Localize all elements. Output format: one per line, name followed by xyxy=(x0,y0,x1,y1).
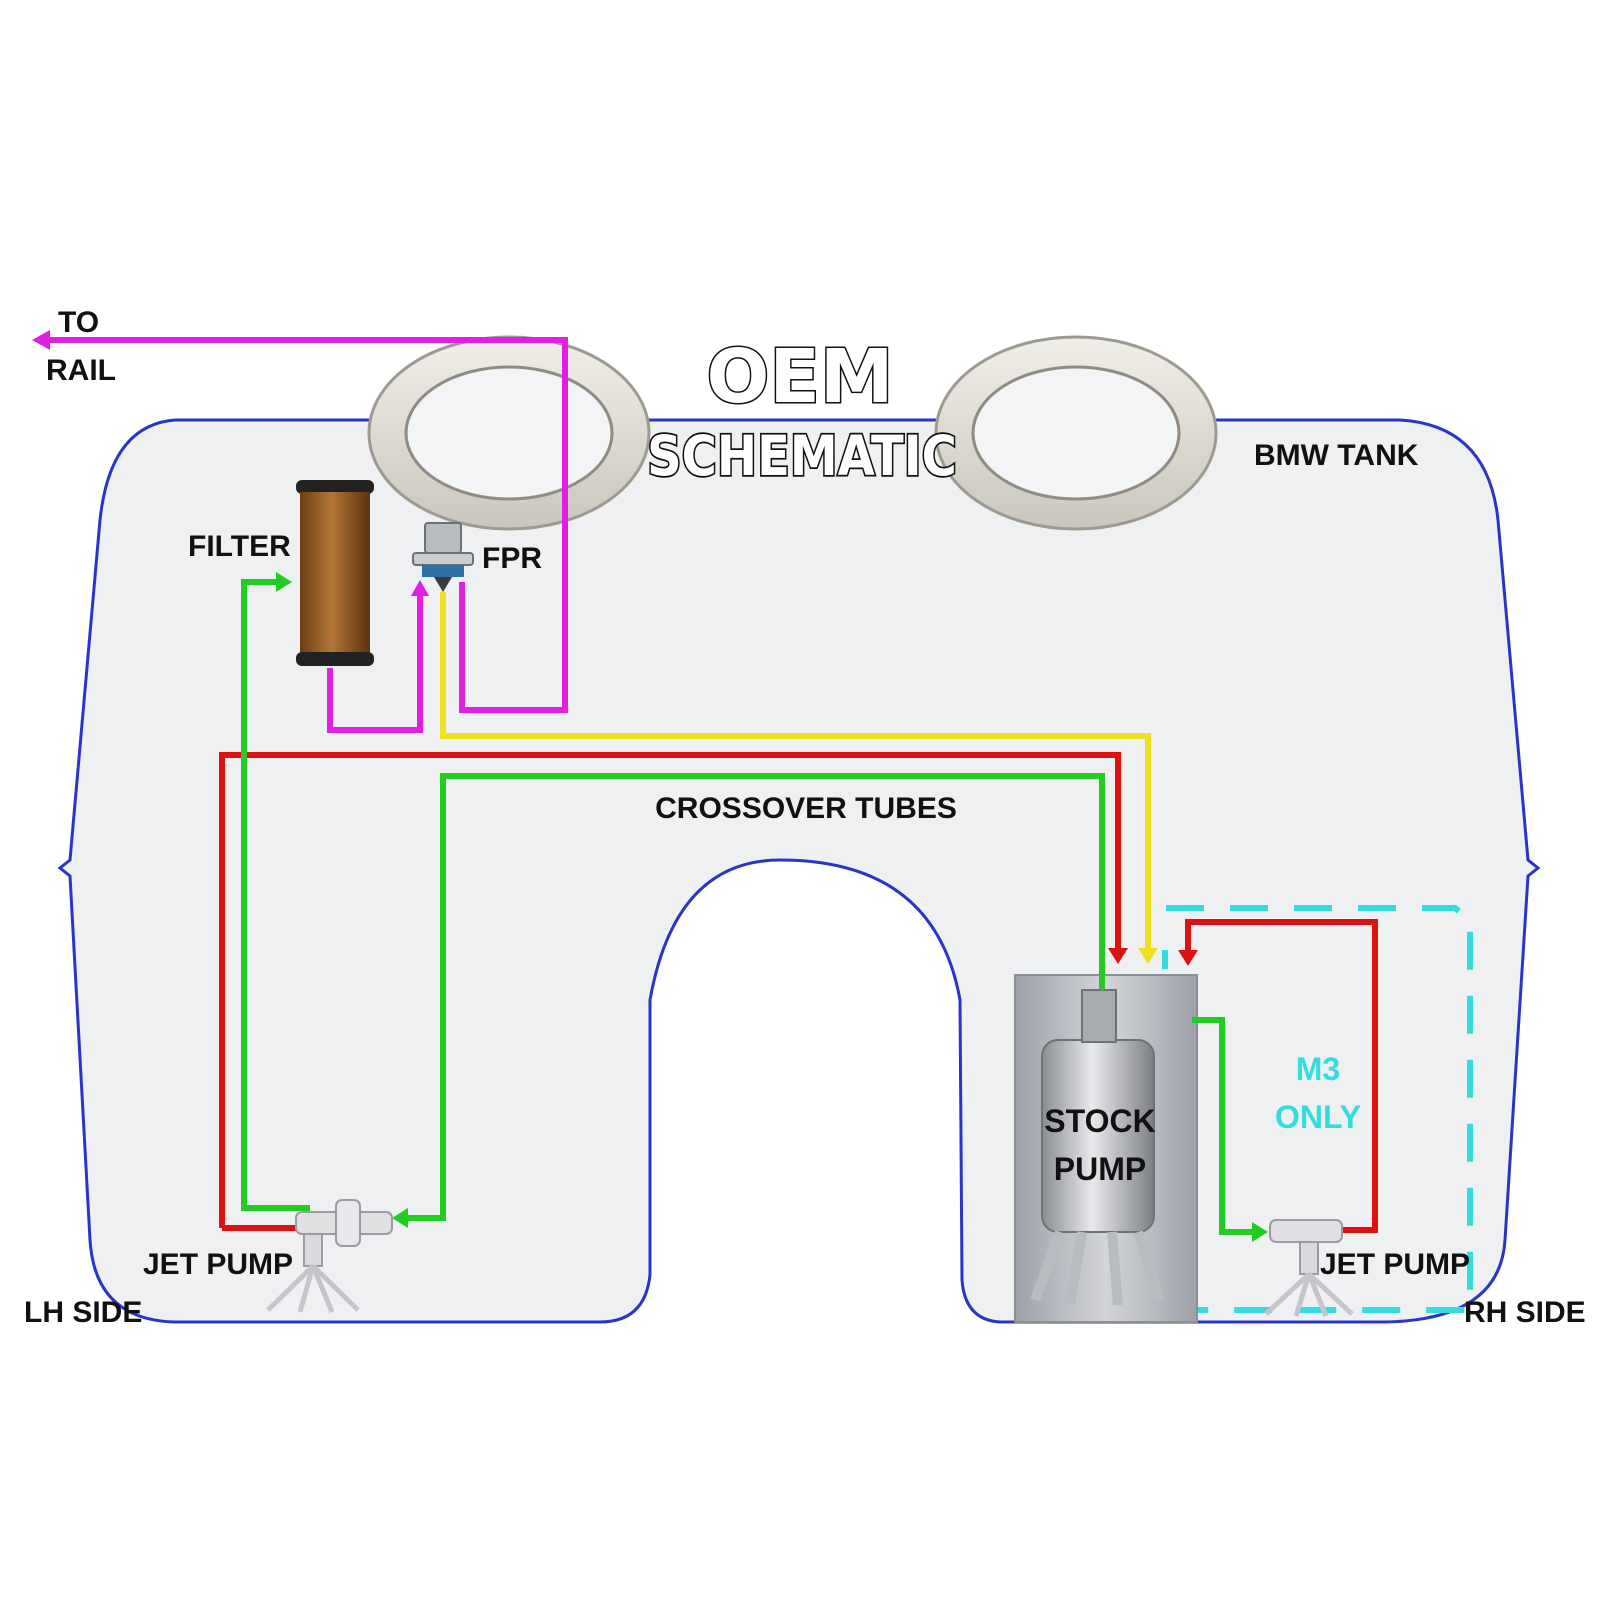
fpr-label: FPR xyxy=(482,542,542,575)
m3-red-line xyxy=(1185,919,1378,1233)
to-rail-label-top: TO xyxy=(58,306,99,339)
to-rail-label-bottom: RAIL xyxy=(46,354,116,387)
stock-pump-label-top: STOCK xyxy=(1044,1103,1155,1139)
title-line-2: SCHEMATIC xyxy=(647,425,957,489)
left-access-ring xyxy=(367,335,651,531)
title-line-1: OEM xyxy=(706,334,893,420)
fuel-pressure-regulator xyxy=(412,522,474,592)
stock-pump xyxy=(1014,974,1198,1323)
bmw-tank-label: BMW TANK xyxy=(1254,439,1419,472)
green-filter-supply-line xyxy=(241,579,310,1211)
m3-only-label-top: M3 xyxy=(1296,1051,1340,1087)
feed-line-to-rail xyxy=(327,588,423,733)
filter-label: FILTER xyxy=(188,530,291,563)
green-crossover-line xyxy=(405,773,1105,1221)
m3-only-label-bottom: ONLY xyxy=(1275,1099,1361,1135)
left-jet-pump-label: JET PUMP xyxy=(143,1248,293,1281)
stock-pump-label-bottom: PUMP xyxy=(1054,1151,1146,1187)
rh-side-label: RH SIDE xyxy=(1464,1296,1586,1329)
right-jet-pump-label: JET PUMP xyxy=(1320,1248,1470,1281)
red-crossover-line xyxy=(219,752,1121,1228)
fuel-filter xyxy=(296,480,374,666)
left-jet-pump xyxy=(266,1199,393,1313)
m3-green-line xyxy=(1192,1017,1252,1235)
lh-side-label: LH SIDE xyxy=(24,1296,142,1329)
rail-line xyxy=(45,337,568,713)
right-jet-pump xyxy=(1264,1219,1354,1317)
crossover-tubes-label: CROSSOVER TUBES xyxy=(655,792,957,825)
right-access-ring xyxy=(934,335,1218,531)
regulator-return-line xyxy=(440,592,1151,950)
